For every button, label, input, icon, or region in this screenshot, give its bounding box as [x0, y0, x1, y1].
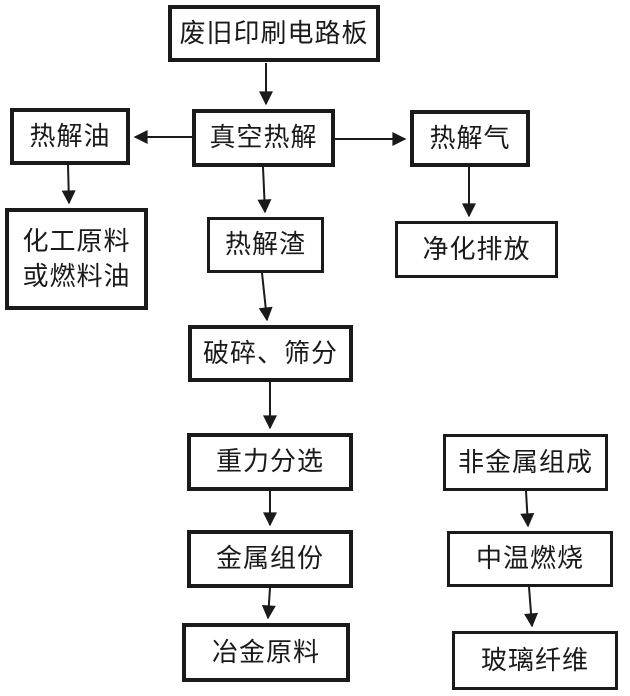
- node-pyrolysis-residue: 热解渣: [207, 217, 324, 273]
- node-gravity-separation: 重力分选: [187, 433, 353, 491]
- arrow-combustion-to-glassfiber: [524, 586, 539, 628]
- arrow-nonmetal-to-combustion: [520, 490, 535, 528]
- node-chemical-or-fuel-oil: 化工原料 或燃料油: [5, 208, 148, 310]
- node-medium-temp-combustion: 中温燃烧: [447, 531, 613, 587]
- arrow-vacuum-pyrolysis-to-residue: [257, 166, 272, 214]
- node-vacuum-pyrolysis: 真空热解: [192, 109, 335, 167]
- node-nonmetal-fraction: 非金属组成: [443, 434, 608, 491]
- node-metallurgical-raw-material: 冶金原料: [182, 623, 350, 682]
- node-pyrolysis-gas: 热解气: [410, 110, 530, 167]
- node-pyrolysis-oil: 热解油: [10, 108, 130, 165]
- node-waste-pcb: 废旧印刷电路板: [168, 5, 380, 62]
- arrow-residue-to-crushing: [258, 272, 273, 322]
- node-purified-emission: 净化排放: [395, 221, 558, 278]
- arrow-oil-to-chemical: [61, 164, 76, 205]
- arrow-metal-to-metallurgical: [261, 587, 276, 620]
- node-metal-fraction: 金属组份: [187, 530, 353, 588]
- node-glass-fiber: 玻璃纤维: [452, 631, 618, 690]
- node-crushing-screening: 破碎、筛分: [188, 325, 353, 382]
